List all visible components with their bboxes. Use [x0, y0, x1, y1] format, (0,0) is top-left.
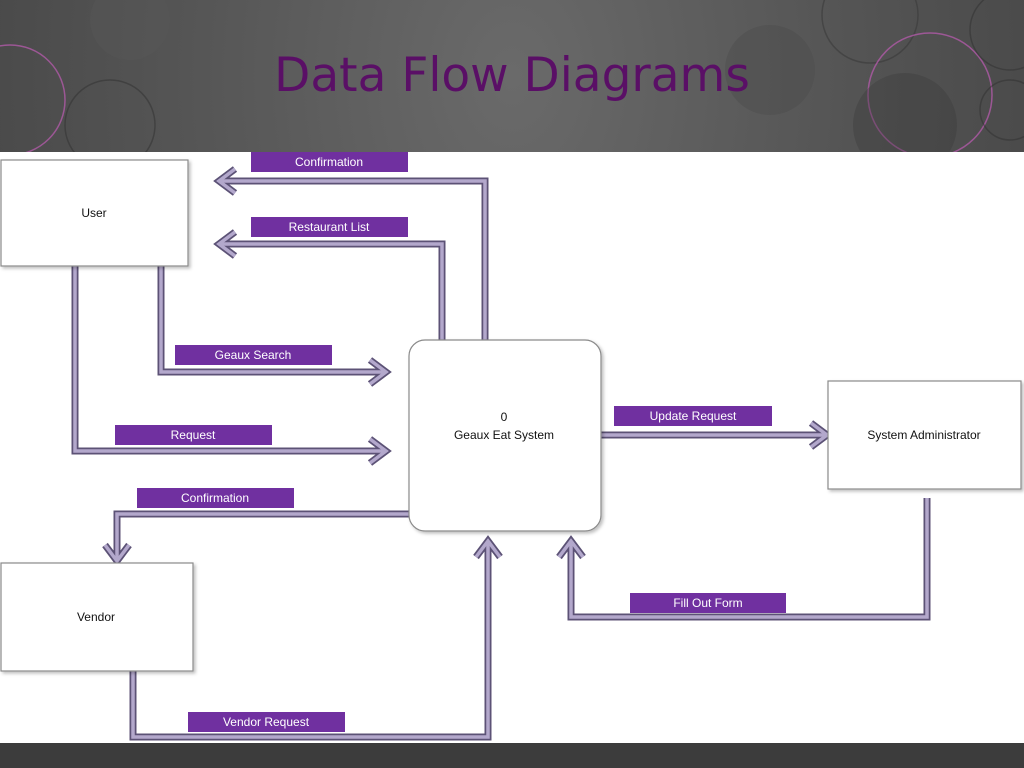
- flow-confirmation-to-user: [213, 166, 489, 340]
- flow-label-geaux-search-text: Geaux Search: [215, 348, 292, 362]
- entity-system-administrator: System Administrator: [827, 380, 1022, 490]
- flow-geaux-search-to-system: [157, 266, 392, 387]
- entity-vendor: Vendor: [0, 562, 194, 672]
- flow-request-to-system: [71, 266, 392, 466]
- flow-fill-out-form-to-system: [556, 498, 931, 621]
- flow-label-confirmation-vendor-text: Confirmation: [181, 491, 249, 505]
- flow-label-restaurant-list-text: Restaurant List: [289, 220, 370, 234]
- bottom-bar: [0, 743, 1024, 768]
- flow-label-update-request-text: Update Request: [650, 409, 737, 423]
- flow-vendor-request-to-system: [129, 535, 503, 741]
- flow-label-fill-out-form: Fill Out Form: [630, 593, 786, 613]
- flow-label-confirmation-vendor: Confirmation: [137, 488, 294, 508]
- flow-label-request: Request: [115, 425, 272, 445]
- flow-connectors: [71, 166, 931, 741]
- flow-confirmation-to-vendor: [102, 510, 409, 567]
- flow-label-geaux-search: Geaux Search: [175, 345, 332, 365]
- flow-label-confirmation-user: Confirmation: [251, 152, 408, 172]
- flow-update-request-to-admin: [601, 420, 833, 450]
- flow-restaurant-list-to-user: [213, 229, 446, 340]
- flow-label-fill-out-form-text: Fill Out Form: [673, 596, 742, 610]
- flow-label-restaurant-list: Restaurant List: [251, 217, 408, 237]
- flow-label-update-request: Update Request: [614, 406, 772, 426]
- flow-label-request-text: Request: [171, 428, 216, 442]
- flow-label-vendor-request: Vendor Request: [188, 712, 345, 732]
- entity-user-label: User: [81, 206, 106, 220]
- process-name: Geaux Eat System: [454, 428, 554, 442]
- entity-vendor-label: Vendor: [77, 610, 115, 624]
- entity-user: User: [0, 159, 189, 267]
- slide-title: Data Flow Diagrams: [274, 48, 750, 103]
- process-geaux-eat-system: 0 Geaux Eat System: [408, 339, 602, 532]
- entity-system-administrator-label: System Administrator: [867, 428, 980, 442]
- flow-label-confirmation-user-text: Confirmation: [295, 155, 363, 169]
- process-number: 0: [501, 410, 508, 424]
- flow-label-vendor-request-text: Vendor Request: [223, 715, 310, 729]
